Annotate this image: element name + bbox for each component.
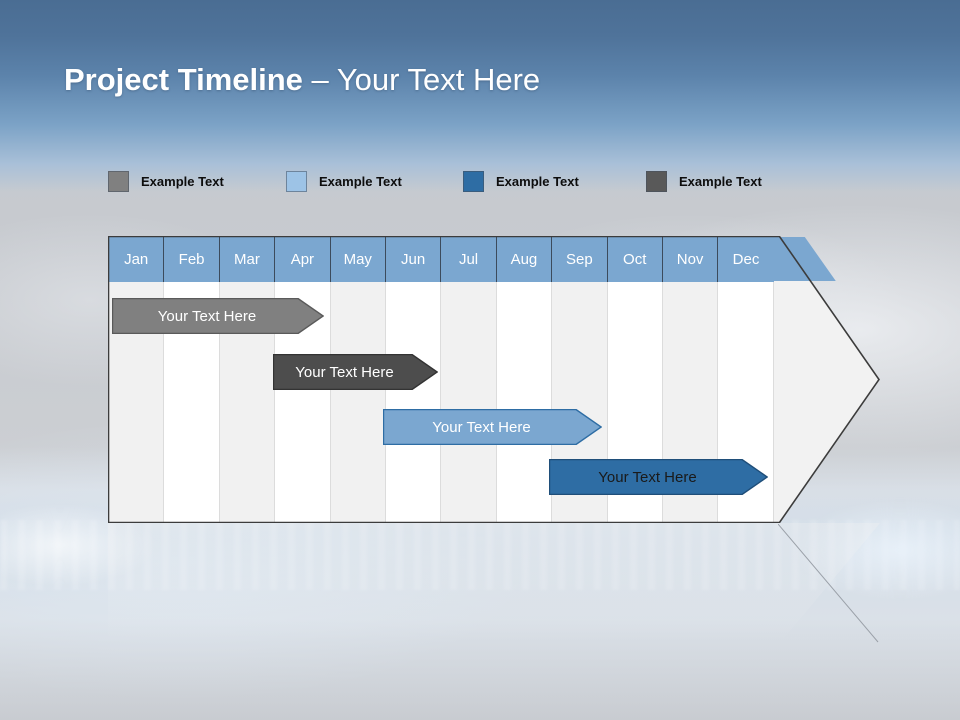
legend-label: Example Text	[141, 173, 224, 189]
legend: Example Text Example Text Example Text Exam…	[108, 170, 808, 192]
month-header-jan[interactable]: Jan	[109, 237, 165, 282]
task-bar-label: Your Text Here	[598, 468, 697, 486]
month-header-may[interactable]: May	[330, 237, 386, 282]
page-title-light: – Your Text Here	[302, 62, 541, 97]
timeline-task-bar[interactable]: Your Text Here	[383, 409, 602, 445]
legend-item[interactable]: Example Text	[646, 170, 762, 192]
month-header-feb[interactable]: Feb	[164, 237, 220, 282]
timeline-month-header-tail	[773, 237, 836, 281]
task-bar-label: Your Text Here	[295, 363, 394, 381]
legend-label: Example Text	[496, 173, 579, 189]
page-title-strong: Project Timeline	[64, 62, 303, 97]
background-sky-gradient	[0, 0, 960, 200]
timeline-reflection	[108, 523, 880, 643]
month-header-nov[interactable]: Nov	[662, 237, 719, 282]
timeline-grid-column	[385, 282, 442, 522]
month-header-oct[interactable]: Oct	[607, 237, 663, 282]
task-bar-label: Your Text Here	[432, 418, 531, 436]
month-header-jul[interactable]: Jul	[441, 237, 497, 282]
month-header-aug[interactable]: Aug	[496, 237, 553, 282]
timeline-grid-column	[330, 282, 386, 522]
page-title: Project Timeline – Your Text Here	[64, 60, 540, 100]
month-header-sep[interactable]: Sep	[552, 237, 608, 282]
timeline-task-bar[interactable]: Your Text Here	[112, 298, 324, 334]
task-bar-label: Your Text Here	[157, 307, 257, 325]
legend-item[interactable]: Example Text	[463, 170, 579, 192]
legend-item[interactable]: Example Text	[108, 170, 224, 192]
legend-swatch-icon	[108, 170, 129, 192]
legend-item[interactable]: Example Text	[286, 170, 402, 192]
month-header-jun[interactable]: Jun	[385, 237, 442, 282]
month-header-mar[interactable]: Mar	[219, 237, 276, 282]
timeline-grid-column	[496, 282, 553, 522]
timeline-task-bar[interactable]: Your Text Here	[273, 354, 438, 390]
month-header-apr[interactable]: Apr	[275, 237, 331, 282]
timeline-task-bar[interactable]: Your Text Here	[549, 459, 768, 495]
legend-swatch-icon	[286, 170, 307, 192]
legend-label: Example Text	[679, 173, 762, 189]
legend-swatch-icon	[646, 170, 667, 192]
timeline-grid-column	[441, 282, 497, 522]
legend-swatch-icon	[463, 170, 484, 192]
legend-label: Example Text	[319, 173, 402, 189]
month-header-dec[interactable]: Dec	[718, 237, 774, 282]
background-snow-left	[0, 505, 210, 625]
